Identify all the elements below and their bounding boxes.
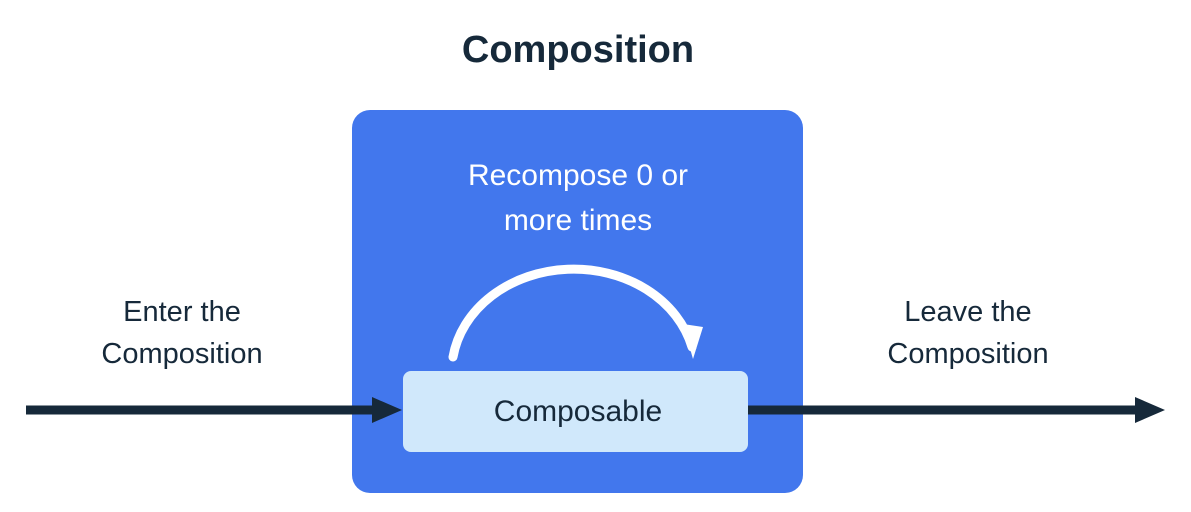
recompose-loop-arrowhead-icon — [683, 324, 703, 359]
recompose-label-line2: more times — [504, 204, 652, 237]
page-title: Composition — [462, 29, 694, 71]
enter-composition-label-line1: Enter the — [123, 296, 241, 328]
leave-composition-label-line1: Leave the — [904, 296, 1031, 328]
enter-composition-arrowhead-icon — [372, 397, 402, 423]
composable-box — [403, 371, 748, 452]
leave-composition-arrowhead-icon — [1135, 397, 1165, 423]
recompose-label-line1: Recompose 0 or — [468, 159, 688, 192]
recompose-loop-arrow-icon — [448, 264, 697, 362]
enter-composition-label-line2: Composition — [101, 338, 262, 370]
composable-box-label: Composable — [494, 395, 662, 428]
leave-composition-label-line2: Composition — [887, 338, 1048, 370]
